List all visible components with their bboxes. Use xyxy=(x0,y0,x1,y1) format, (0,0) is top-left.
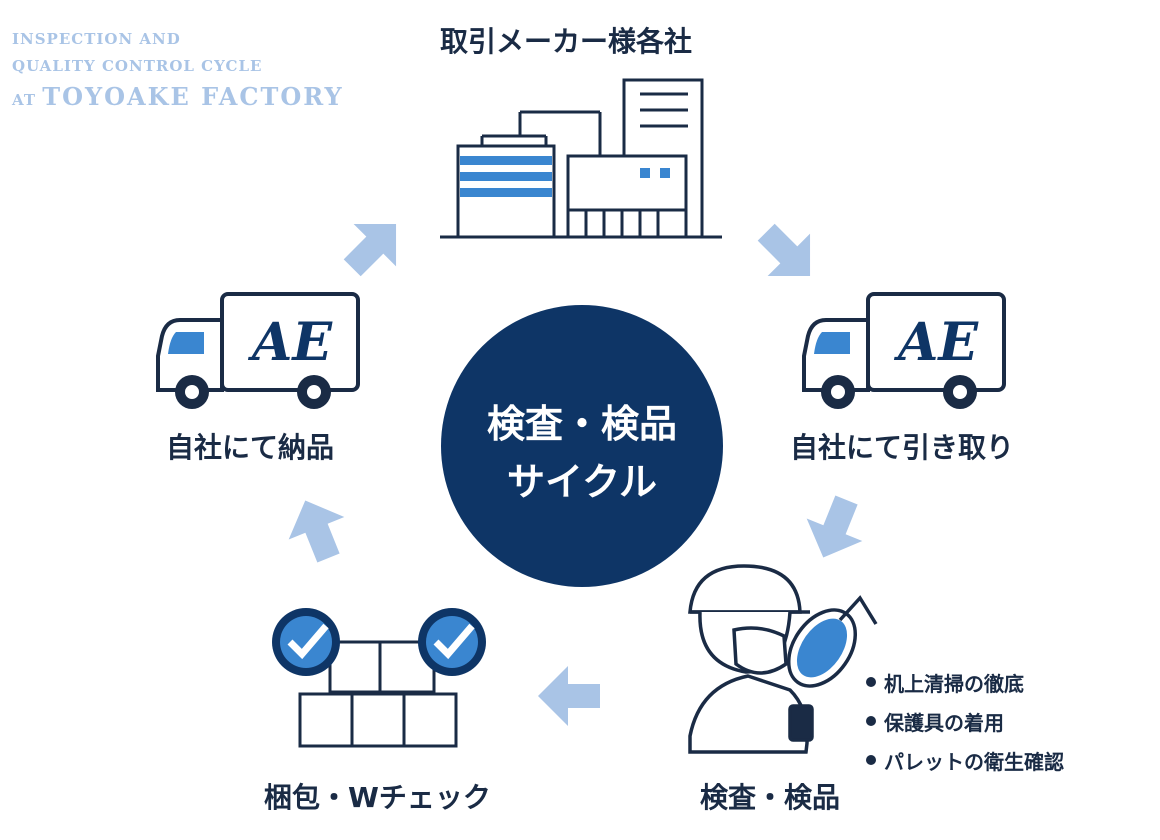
title-line-2: QUALITY CONTROL CYCLE xyxy=(12,57,263,75)
truck-logo-left: AE xyxy=(247,312,333,373)
center-line-2: サイクル xyxy=(506,460,658,504)
inspection-points: 机上清掃の徹底 保護具の着用 パレットの衛生確認 xyxy=(866,668,1064,785)
arrow-left-up xyxy=(288,500,345,563)
truck-icon-right xyxy=(802,292,1006,409)
center-circle: 検査・検品 サイクル xyxy=(441,305,723,587)
center-line-1: 検査・検品 xyxy=(486,402,677,446)
step-pickup: 自社にて引き取り xyxy=(790,431,1015,464)
check-icon-left xyxy=(272,608,340,676)
title-line-3-prefix: AT xyxy=(12,91,43,109)
step-packing: 梱包・Wチェック xyxy=(264,781,491,814)
inspection-point: 保護具の着用 xyxy=(866,707,1064,736)
title-line-3-main: TOYOAKE FACTORY xyxy=(42,82,344,111)
arrow-bottom-left xyxy=(538,666,600,726)
step-delivery: 自社にて納品 xyxy=(166,431,335,464)
check-icon-right xyxy=(418,608,486,676)
arrow-right-down xyxy=(806,495,863,558)
title-line-3: AT TOYOAKE FACTORY xyxy=(12,80,344,117)
title-line-1: INSPECTION AND xyxy=(12,30,181,48)
inspection-point: パレットの衛生確認 xyxy=(866,746,1064,775)
arrow-top-right xyxy=(757,223,811,277)
truck-icon-left xyxy=(156,292,360,409)
truck-logo-right: AE xyxy=(893,312,979,373)
inspection-point: 机上清掃の徹底 xyxy=(866,668,1064,697)
inspector-icon xyxy=(688,564,878,754)
step-manufacturers: 取引メーカー様各社 xyxy=(440,25,693,58)
boxes-icon xyxy=(298,640,458,748)
arrow-top-left xyxy=(343,223,397,277)
step-inspection: 検査・検品 xyxy=(700,781,841,814)
factory-icon xyxy=(440,78,722,239)
diagram-title: INSPECTION AND QUALITY CONTROL CYCLE AT … xyxy=(12,26,344,117)
